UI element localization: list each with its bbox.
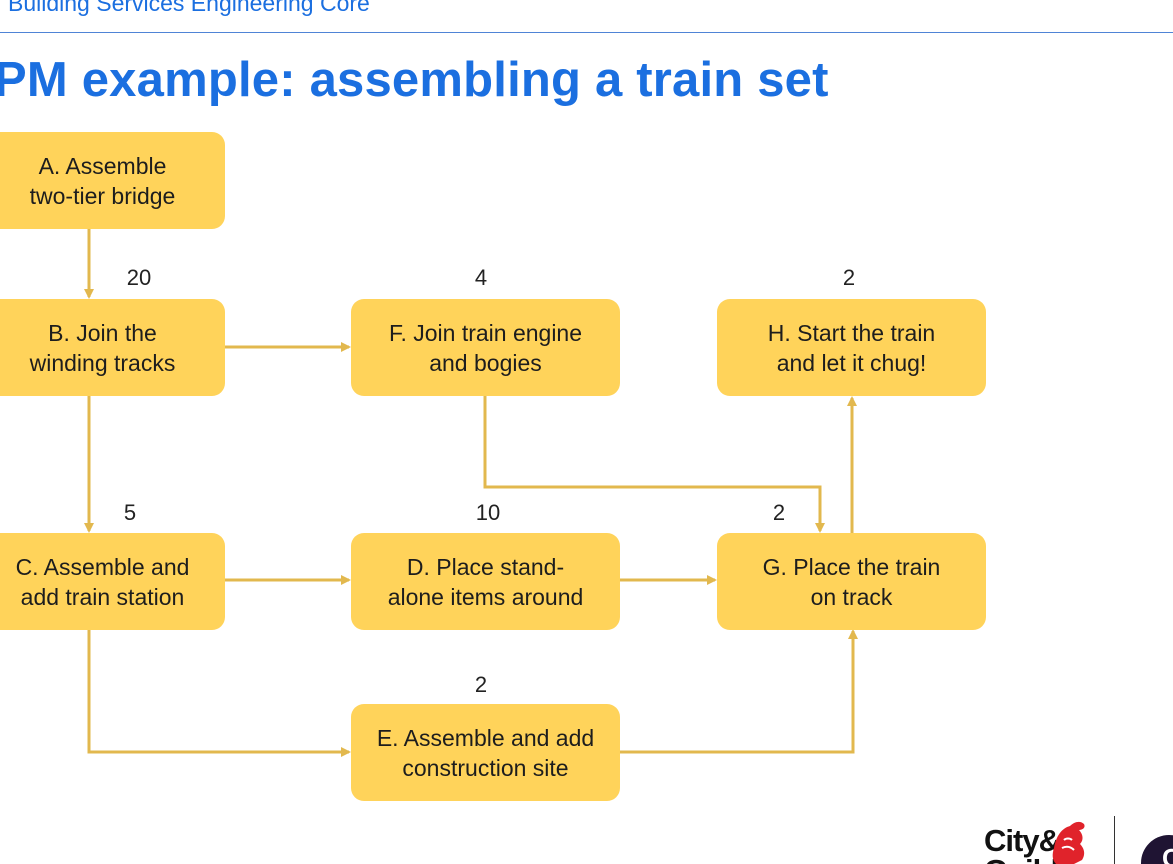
node-c: C. Assemble and add train station [0, 533, 225, 630]
node-b: B. Join the winding tracks [0, 299, 225, 396]
edge-e-g [620, 629, 858, 754]
duration-b: 20 [126, 265, 152, 290]
node-g: G. Place the train on track [717, 533, 986, 630]
city-and-guilds-logo: City& Guilds [984, 818, 1104, 864]
slide-title: PM example: assembling a train set [0, 53, 829, 107]
node-e: E. Assemble and add construction site [351, 704, 620, 801]
lion-icon [1052, 821, 1085, 864]
logo-divider [1114, 816, 1115, 864]
logo-wordmark: City& Guilds [984, 823, 1075, 864]
node-h: H. Start the train and let it chug! [717, 299, 986, 396]
node-d: D. Place stand- alone items around [351, 533, 620, 630]
duration-f: 4 [474, 265, 488, 290]
duration-c: 5 [123, 500, 137, 525]
edge-c-e [87, 630, 351, 757]
duration-d: 10 [475, 500, 501, 525]
badge-letter: C [1162, 843, 1173, 864]
node-a: A. Assemble two-tier bridge [0, 132, 225, 229]
duration-g: 2 [772, 500, 786, 525]
edge-f-g [483, 396, 825, 533]
course-header: Building Services Engineering Core [8, 0, 370, 16]
header-divider [0, 32, 1173, 33]
duration-e: 2 [474, 672, 488, 697]
node-f: F. Join train engine and bogies [351, 299, 620, 396]
duration-h: 2 [842, 265, 856, 290]
